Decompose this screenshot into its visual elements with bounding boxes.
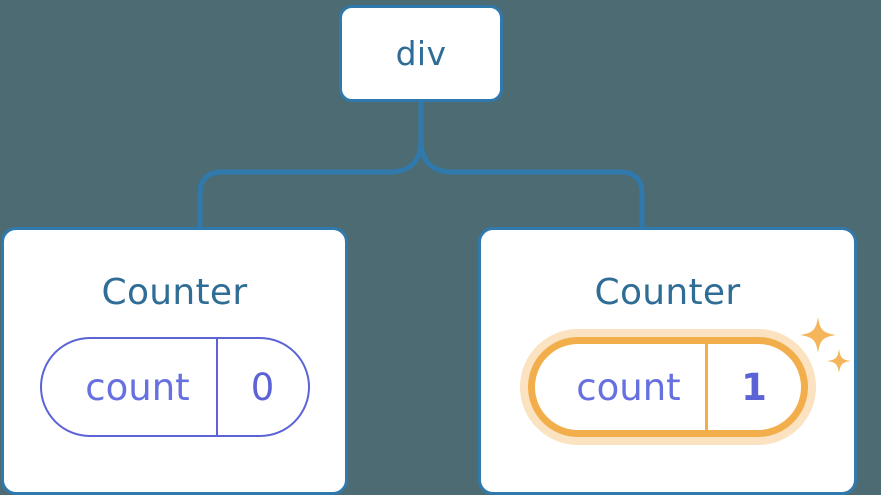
tree-connector-fork-right: [450, 169, 645, 232]
tree-node-counter-left[interactable]: Counter count 0: [1, 227, 348, 495]
tree-node-counter-right[interactable]: Counter count 1: [478, 227, 857, 495]
sparkle-small-icon: [826, 349, 851, 373]
state-value-right: 1: [704, 344, 801, 430]
sparkle-large-icon: [799, 317, 836, 353]
tree-connector-stem-left: [386, 137, 424, 175]
node-label-counter-right: Counter: [594, 272, 741, 313]
state-pill-body-left: count 0: [39, 337, 310, 437]
node-label-div: div: [395, 34, 447, 73]
tree-node-root[interactable]: div: [339, 5, 503, 102]
tree-connector-fork-left: [197, 169, 392, 232]
node-label-counter-left: Counter: [101, 272, 248, 313]
state-key-right: count: [576, 365, 681, 409]
state-pill-left[interactable]: count 0: [39, 337, 310, 437]
tree-connector-stem: [418, 99, 456, 175]
state-pill-body-right: count 1: [527, 337, 808, 437]
state-value-left: 0: [215, 339, 308, 435]
state-key-left: count: [85, 365, 190, 409]
state-pill-right[interactable]: count 1: [527, 317, 851, 437]
